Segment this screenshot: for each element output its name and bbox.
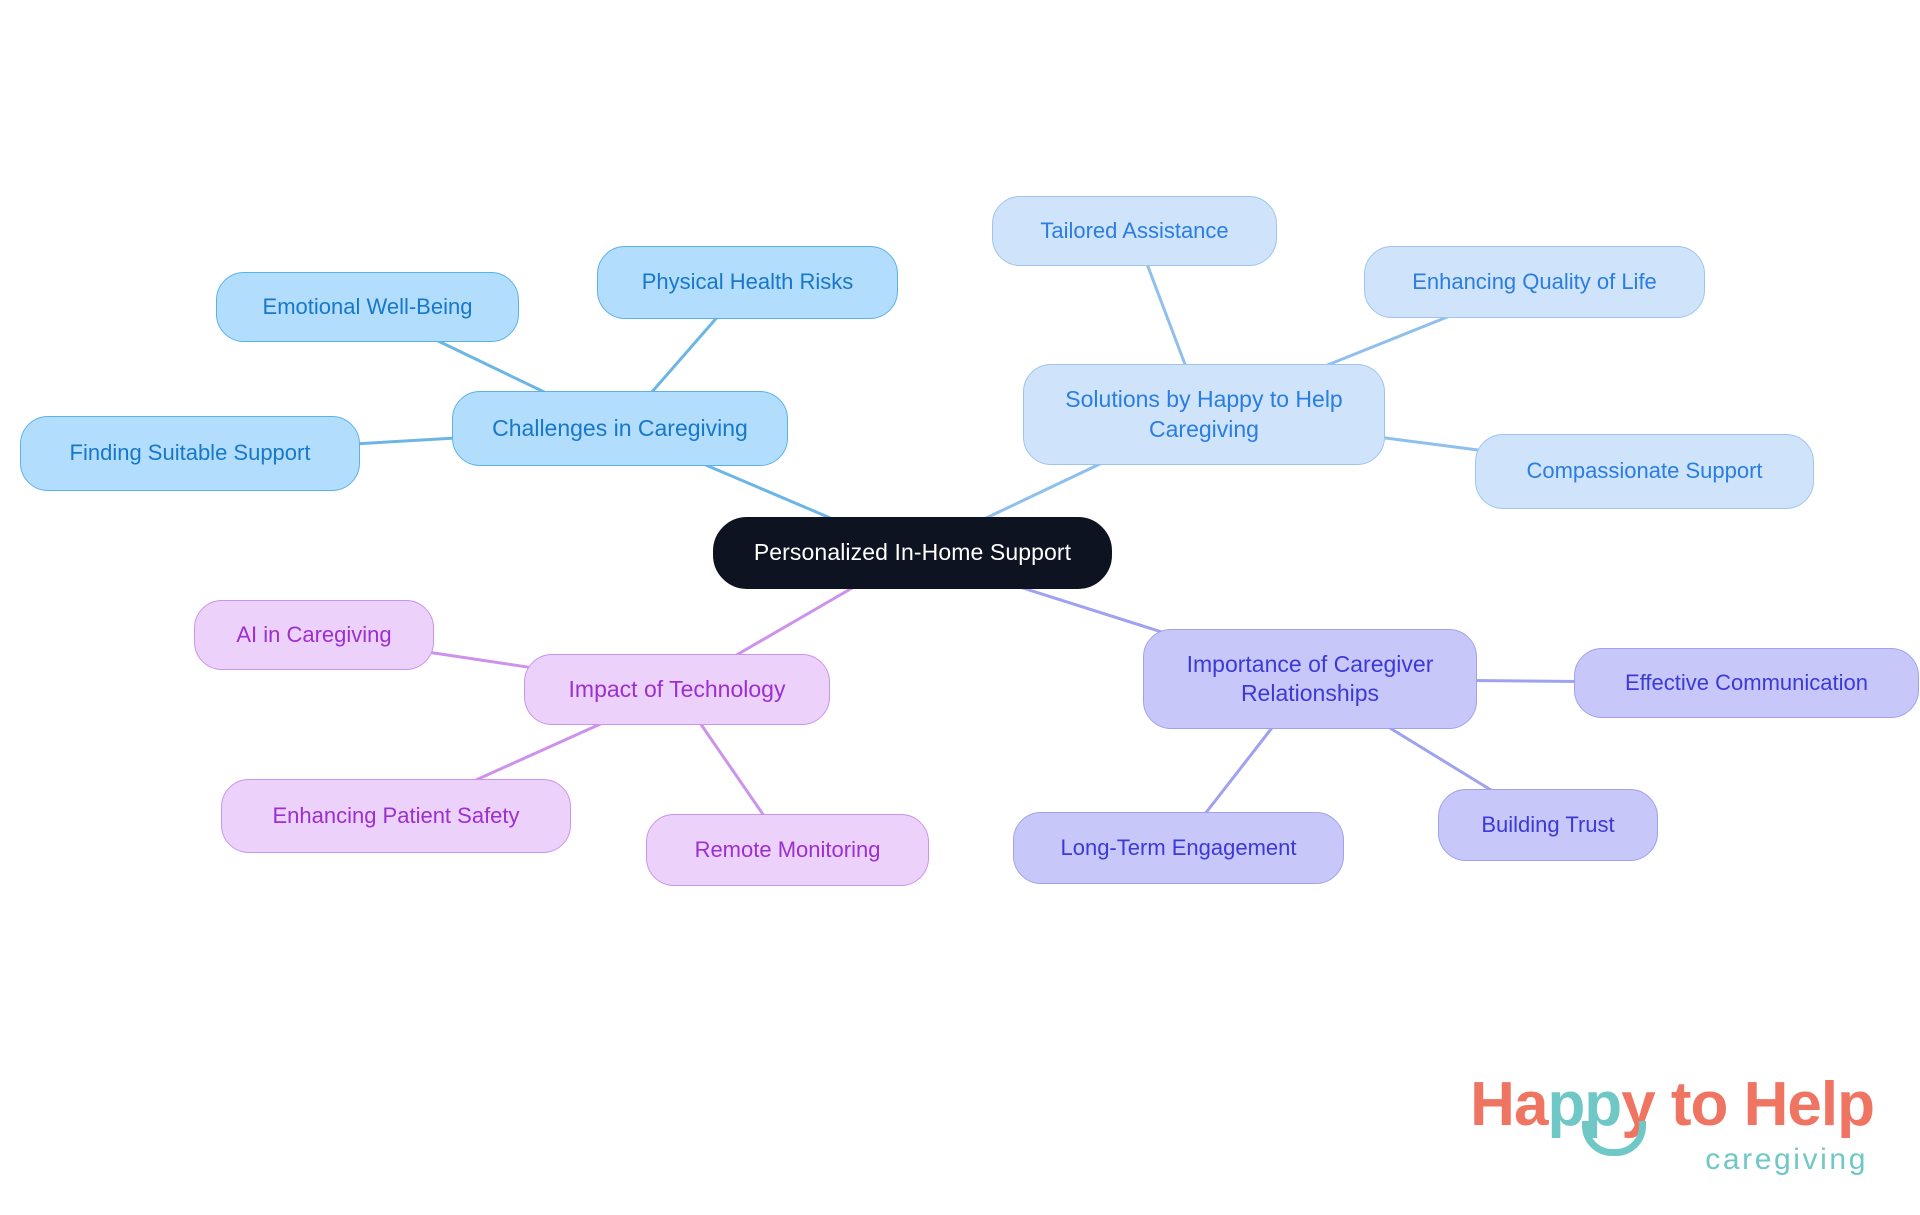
brand-logo: Happy to Help caregiving bbox=[1404, 1069, 1875, 1179]
edge-technology-to-remote bbox=[697, 719, 767, 820]
edge-solutions-to-compassion bbox=[1377, 435, 1483, 452]
leaf-node-remote[interactable]: Remote Monitoring bbox=[646, 814, 929, 886]
edge-relationships-to-longterm bbox=[1201, 723, 1276, 818]
leaf-node-emotional[interactable]: Emotional Well-Being bbox=[216, 272, 519, 342]
leaf-node-finding[interactable]: Finding Suitable Support bbox=[20, 416, 360, 491]
edge-challenges-to-finding bbox=[352, 436, 460, 446]
logo-text-ha: Ha bbox=[1470, 1070, 1548, 1139]
leaf-node-communication[interactable]: Effective Communication bbox=[1574, 648, 1919, 718]
root-node[interactable]: Personalized In-Home Support bbox=[713, 517, 1112, 589]
edge-root-to-technology bbox=[729, 583, 859, 660]
leaf-node-longterm[interactable]: Long-Term Engagement bbox=[1013, 812, 1344, 884]
edge-root-to-solutions bbox=[978, 459, 1108, 523]
edge-relationships-to-communication bbox=[1469, 678, 1582, 683]
edge-solutions-to-tailored bbox=[1144, 260, 1188, 370]
leaf-node-physical[interactable]: Physical Health Risks bbox=[597, 246, 898, 319]
smile-icon bbox=[1582, 1121, 1646, 1156]
branch-node-challenges[interactable]: Challenges in Caregiving bbox=[452, 391, 788, 466]
edge-technology-to-ai bbox=[426, 650, 532, 669]
logo-text-rest: y to Help bbox=[1621, 1070, 1875, 1139]
branch-node-technology[interactable]: Impact of Technology bbox=[524, 654, 830, 725]
edge-root-to-challenges bbox=[697, 460, 839, 523]
edge-solutions-to-quality bbox=[1318, 312, 1457, 370]
leaf-node-compassion[interactable]: Compassionate Support bbox=[1475, 434, 1814, 509]
edge-relationships-to-trust bbox=[1383, 723, 1498, 795]
branch-node-relationships[interactable]: Importance of Caregiver Relationships bbox=[1143, 629, 1477, 729]
logo-wordmark: Happy to Help bbox=[1404, 1069, 1875, 1156]
leaf-node-trust[interactable]: Building Trust bbox=[1438, 789, 1658, 861]
leaf-node-safety[interactable]: Enhancing Patient Safety bbox=[221, 779, 571, 853]
edge-challenges-to-physical bbox=[647, 313, 721, 397]
branch-node-solutions[interactable]: Solutions by Happy to Help Caregiving bbox=[1023, 364, 1385, 465]
leaf-node-ai[interactable]: AI in Caregiving bbox=[194, 600, 434, 670]
edge-technology-to-safety bbox=[467, 719, 609, 785]
leaf-node-tailored[interactable]: Tailored Assistance bbox=[992, 196, 1277, 266]
edge-root-to-relationships bbox=[1011, 583, 1167, 635]
edge-challenges-to-emotional bbox=[430, 336, 552, 397]
leaf-node-quality[interactable]: Enhancing Quality of Life bbox=[1364, 246, 1705, 318]
logo-tagline: caregiving bbox=[1705, 1143, 1868, 1176]
